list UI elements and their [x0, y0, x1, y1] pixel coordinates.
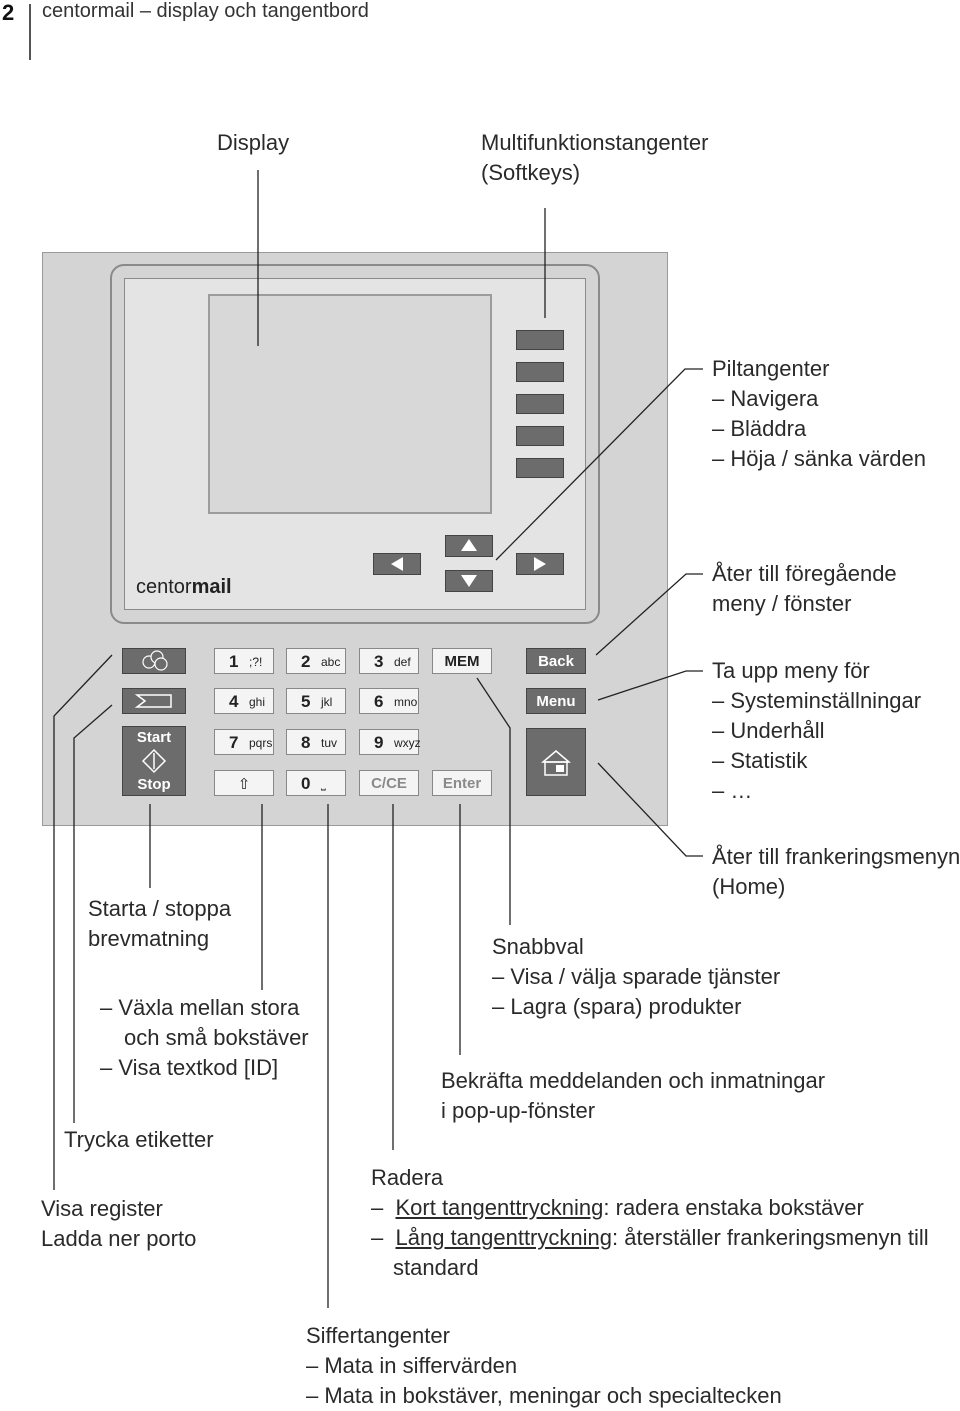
start-stop-icon [141, 748, 167, 774]
arrow-up-icon [461, 539, 477, 551]
clear-label-line1: Radera [371, 1165, 444, 1190]
softkey-4[interactable] [516, 426, 564, 446]
key-0[interactable]: 0⎵ [286, 770, 346, 796]
menu-label-line5: – … [712, 778, 753, 803]
home-label-line2: (Home) [712, 874, 786, 899]
digits-label-line1: Siffertangenter [306, 1323, 450, 1348]
display-bezel [110, 264, 600, 624]
shift-label-line3: – Visa textkod [ID] [100, 1055, 279, 1080]
shift-key[interactable]: ⇧ [214, 770, 274, 796]
display-label: Display [217, 130, 290, 155]
arrow-down-key[interactable] [445, 570, 493, 592]
softkeys-label-line1: Multifunktionstangenter [481, 130, 709, 155]
display-screen [208, 294, 492, 514]
enter-label-line1: Bekräfta meddelanden och inmatningar [441, 1068, 826, 1093]
page-title: centormail – display och tangentbord [42, 0, 369, 22]
arrow-left-key[interactable] [373, 553, 421, 575]
mem-label-line3: – Lagra (spara) produkter [492, 994, 742, 1019]
arrow-up-key[interactable] [445, 535, 493, 557]
arrows-label-line2: – Navigera [712, 386, 819, 411]
home-key[interactable] [526, 728, 586, 796]
softkey-2[interactable] [516, 362, 564, 382]
menu-label-line1: Ta upp meny för [712, 658, 870, 683]
clear-label-line4: standard [393, 1255, 479, 1280]
clear-label-line3: – Lång tangenttryckning: återställer fra… [371, 1225, 929, 1250]
arrows-label-line3: – Bläddra [712, 416, 807, 441]
arrows-label-line1: Piltangenter [712, 356, 830, 381]
back-key[interactable]: Back [526, 648, 586, 674]
enter-key[interactable]: Enter [432, 770, 492, 796]
start-stop-key[interactable]: Start Stop [122, 726, 186, 796]
softkey-5[interactable] [516, 458, 564, 478]
register-key[interactable] [122, 648, 186, 674]
clear-key[interactable]: C/CE [359, 770, 419, 796]
digits-label-line3: – Mata in bokstäver, meningar och specia… [306, 1383, 782, 1408]
coins-icon [142, 650, 168, 671]
key-1[interactable]: 1;?! [214, 648, 274, 674]
mem-label-line2: – Visa / välja sparade tjänster [492, 964, 781, 989]
menu-label-line2: – Systeminställningar [712, 688, 922, 713]
arrow-down-icon [461, 575, 477, 587]
home-icon [540, 750, 572, 776]
menu-key[interactable]: Menu [526, 688, 586, 714]
shift-label-line2: och små bokstäver [124, 1025, 309, 1050]
enter-label-line2: i pop-up-fönster [441, 1098, 596, 1123]
centormail-logo: centormail [136, 576, 232, 598]
clear-label-line2: – Kort tangenttryckning: radera enstaka … [371, 1195, 864, 1220]
label-icon [134, 694, 172, 708]
arrow-right-key[interactable] [516, 553, 564, 575]
arrow-left-icon [391, 557, 403, 571]
start-label-line1: Starta / stoppa [88, 896, 232, 921]
mem-label-line1: Snabbval [492, 934, 584, 959]
back-label-line2: meny / fönster [712, 591, 852, 616]
back-label-line1: Åter till föregående [712, 561, 897, 586]
arrows-label-line4: – Höja / sänka värden [712, 446, 927, 471]
menu-label-line4: – Statistik [712, 748, 808, 773]
label-print-label: Trycka etiketter [64, 1127, 214, 1152]
shift-label-line1: – Växla mellan stora [100, 995, 300, 1020]
register-label-line2: Ladda ner porto [41, 1226, 197, 1251]
register-label-line1: Visa register [41, 1196, 163, 1221]
softkey-3[interactable] [516, 394, 564, 414]
home-label-line1: Åter till frankeringsmenyn [712, 844, 960, 869]
menu-label-line3: – Underhåll [712, 718, 825, 743]
page-number: 2 [2, 0, 15, 25]
mem-key[interactable]: MEM [432, 648, 492, 674]
arrow-right-icon [534, 557, 546, 571]
label-print-key[interactable] [122, 688, 186, 714]
softkeys-label-line2: (Softkeys) [481, 160, 581, 185]
softkey-1[interactable] [516, 330, 564, 350]
digits-label-line2: – Mata in siffervärden [306, 1353, 518, 1378]
start-label-line2: brevmatning [88, 926, 210, 951]
header-divider [29, 4, 31, 60]
